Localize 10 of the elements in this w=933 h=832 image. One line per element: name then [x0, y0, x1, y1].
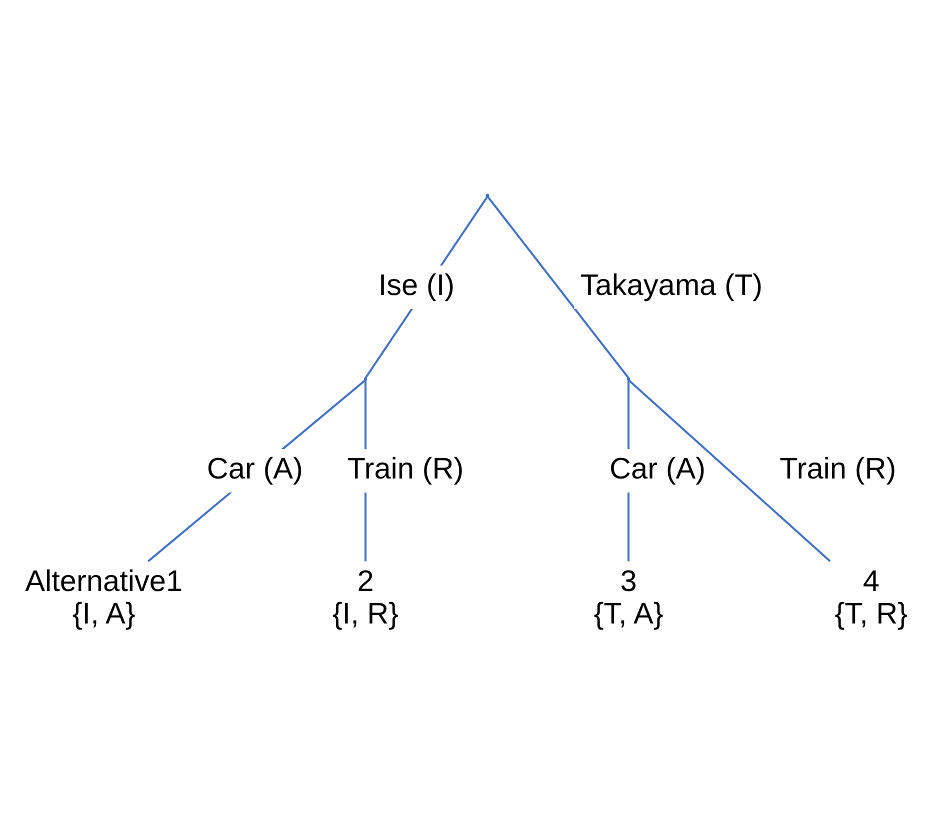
edge-label: Car (A) [206, 452, 303, 486]
edge-label: Train (R) [347, 452, 464, 486]
node-text: 4 {T, R} [834, 564, 908, 630]
node-text: 2 {I, R} [332, 564, 399, 630]
node-text: 3 {T, A} [594, 564, 664, 630]
edge-label: Train (R) [780, 452, 896, 486]
node-text: Alternative1 {I, A} [25, 564, 183, 630]
edge-label: Ise (I) [378, 268, 455, 302]
edge-label: Car (A) [610, 452, 706, 486]
edge-label: Takayama (T) [580, 268, 763, 302]
